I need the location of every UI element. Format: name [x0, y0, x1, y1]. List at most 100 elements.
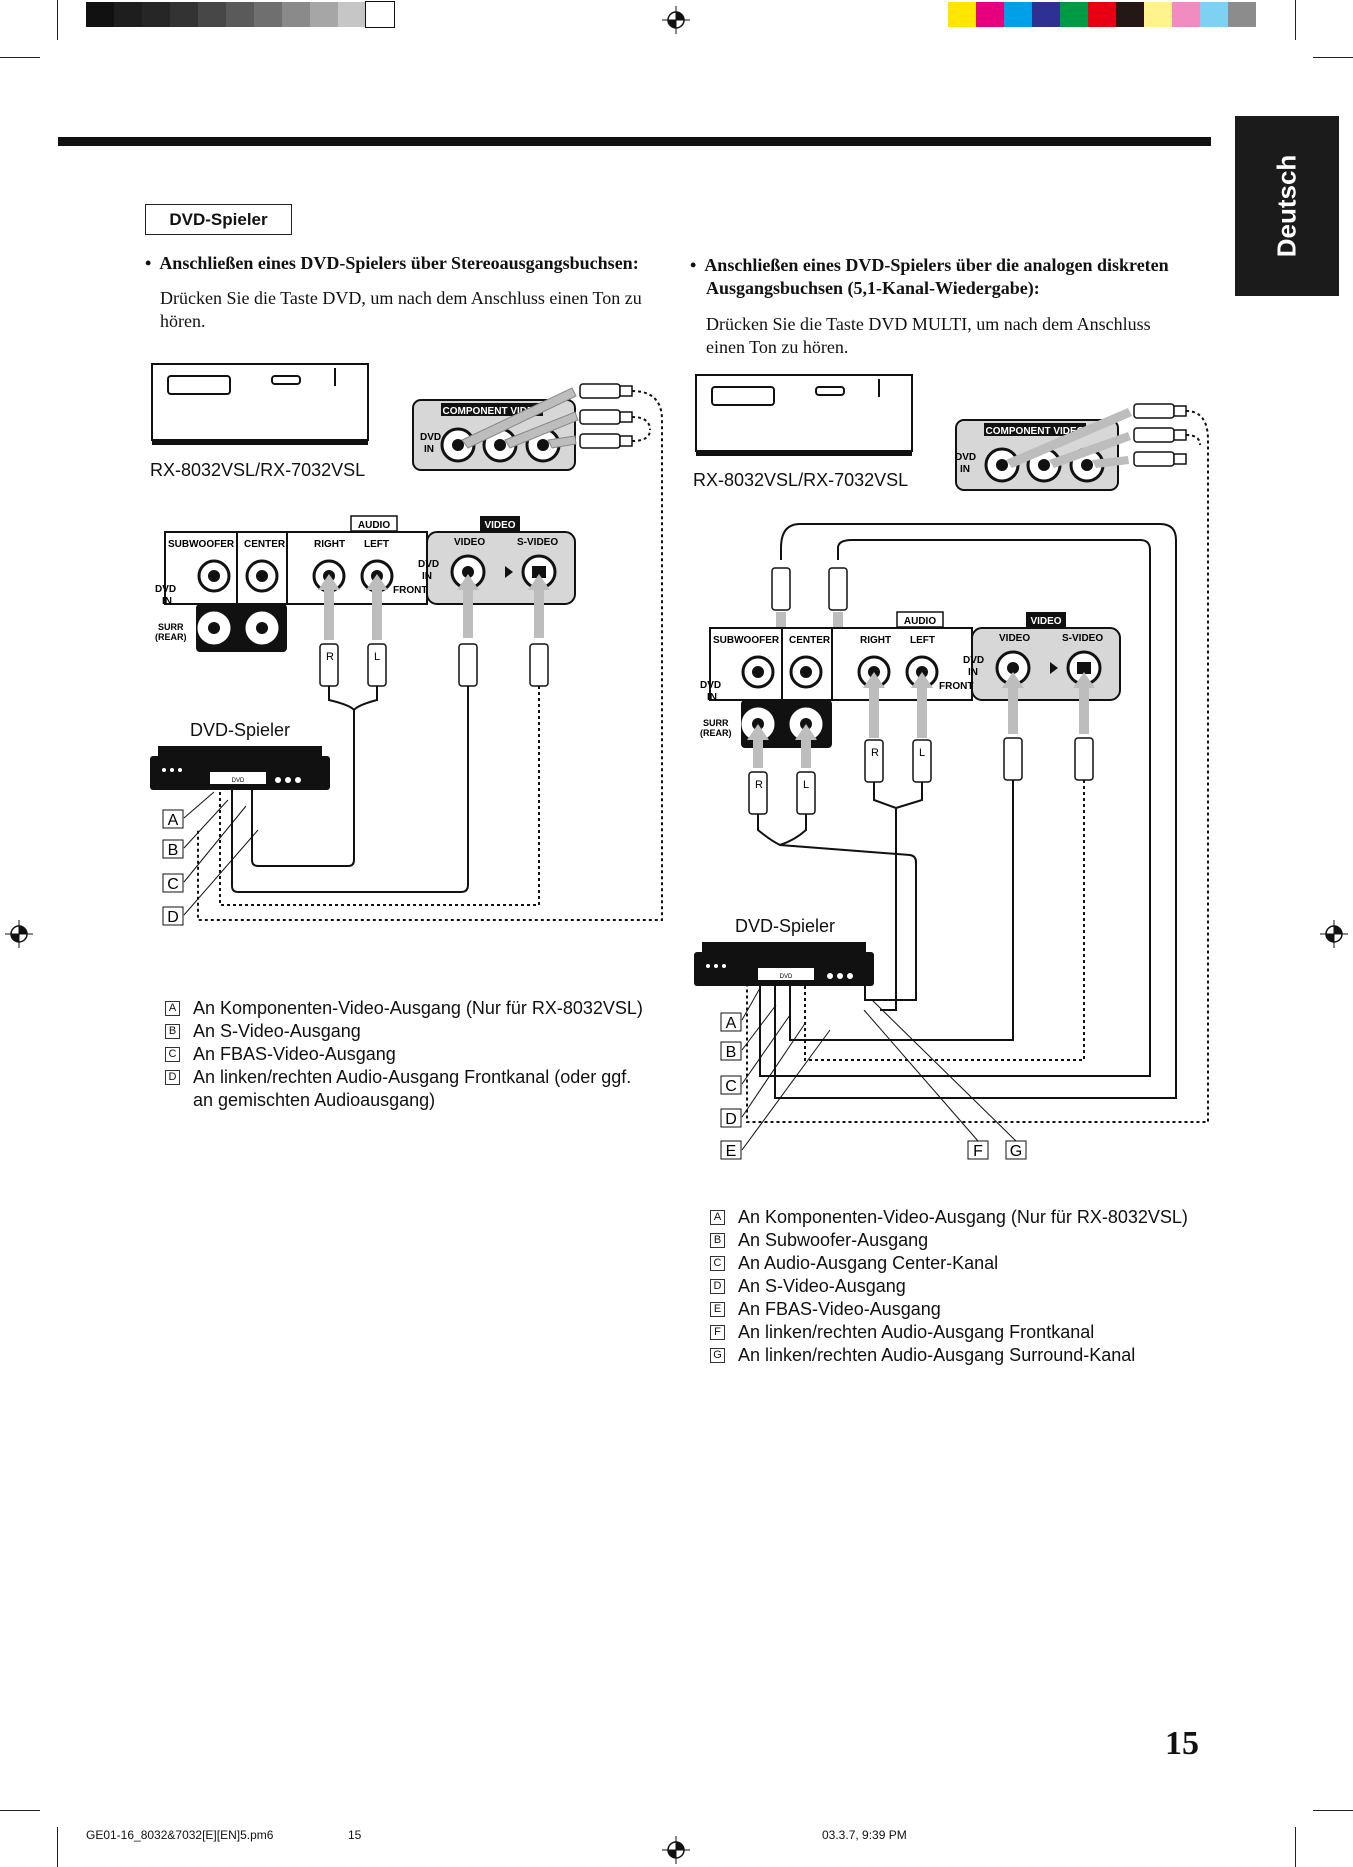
right-body: Drücken Sie die Taste DVD MULTI, um nach…	[706, 313, 1226, 359]
plug-l-label: L	[374, 651, 380, 663]
receiver-rear-panel: AUDIO VIDEO SUBWOOFER CENTER RIGHT LEFT …	[155, 515, 576, 652]
surr-label: (REAR)	[155, 632, 187, 642]
color-swatch	[1228, 2, 1256, 27]
left-heading: • Anschließen eines DVD-Spielers über St…	[145, 252, 639, 275]
s-video-label: S-VIDEO	[517, 537, 558, 548]
left-connection-diagram: COMPONENT VIDEO DVD IN AUDIO VIDEO SUBWO…	[150, 363, 663, 926]
video-group-label: VIDEO	[484, 520, 515, 531]
receiver-rear-panel: AUDIO VIDEO SUBWOOFER CENTER RIGHT LEFT …	[700, 611, 1121, 748]
color-swatch	[142, 2, 170, 27]
header-rule	[58, 137, 1211, 146]
legend-text: An linken/rechten Audio-Ausgang Frontkan…	[193, 1067, 632, 1087]
rca-plug-icons	[748, 737, 1094, 815]
crop-mark	[57, 1827, 58, 1867]
legend-key: B	[710, 1233, 725, 1248]
component-video-label: COMPONENT VIDEO	[986, 426, 1085, 437]
color-swatch	[1144, 2, 1172, 27]
footer-date: 03.3.7, 9:39 PM	[822, 1828, 907, 1842]
s-video-cable	[219, 686, 540, 906]
footer-file: GE01-16_8032&7032[E][EN]5.pm6	[86, 1828, 274, 1842]
dvd-player-icon: DVD	[150, 746, 330, 790]
right-connection-diagram: COMPONENT VIDEO DVD IN AUDIO VIDEO	[694, 374, 1209, 1160]
video-cable	[789, 780, 1014, 1041]
rca-plug-icons	[579, 383, 633, 449]
color-swatch	[1116, 2, 1144, 27]
bullet: •	[145, 253, 160, 273]
plug-r-label: R	[755, 779, 763, 791]
crop-mark	[1313, 1810, 1353, 1811]
color-swatch	[310, 2, 338, 27]
dvd-in-label: DVD	[418, 559, 439, 570]
audio-cable	[353, 686, 378, 711]
letter-f: F	[973, 1143, 983, 1160]
color-swatch	[198, 2, 226, 27]
legend-key: C	[710, 1256, 725, 1271]
receiver-front-icon	[151, 363, 369, 445]
plug-r-label: R	[326, 651, 334, 663]
audio-label: AUDIO	[904, 616, 936, 627]
s-video-label: S-VIDEO	[1062, 633, 1103, 644]
component-cable	[631, 416, 651, 431]
crop-mark	[1313, 57, 1353, 58]
rca-plug-icons	[319, 643, 549, 687]
letter-c: C	[725, 1078, 737, 1095]
left-label: LEFT	[364, 539, 389, 550]
color-swatch	[1004, 2, 1032, 27]
surr-label: (REAR)	[700, 728, 732, 738]
color-swatch	[282, 2, 310, 27]
language-tab-label: Deutsch	[1271, 154, 1302, 258]
crop-mark	[1295, 0, 1296, 40]
legend-key: A	[165, 1001, 180, 1016]
bullet: •	[690, 255, 705, 275]
left-legend: A An Komponenten-Video-Ausgang (Nur für R…	[165, 997, 643, 1112]
left-heading-text: Anschließen eines DVD-Spielers über Ster…	[159, 253, 639, 273]
signal-arrows	[747, 672, 1095, 768]
subwoofer-cable	[759, 539, 1151, 1077]
color-swatch	[114, 2, 142, 27]
legend-key: E	[710, 1302, 725, 1317]
right-body-line-1: Drücken Sie die Taste DVD MULTI, um nach…	[706, 314, 1151, 334]
video-group-label: VIDEO	[1030, 616, 1061, 627]
legend-text: An Komponenten-Video-Ausgang (Nur für RX…	[193, 998, 643, 1018]
video-cable	[231, 686, 469, 893]
front-label: FRONT	[939, 681, 973, 692]
color-swatch	[226, 2, 254, 27]
color-swatch	[86, 2, 114, 27]
plug-l-label: L	[803, 779, 809, 791]
component-cable	[746, 410, 1209, 1123]
right-heading: • Anschließen eines DVD-Spielers über di…	[690, 254, 1230, 300]
rca-plug-icons	[771, 567, 848, 611]
right-heading-text-1: Anschließen eines DVD-Spielers über die …	[704, 255, 1169, 275]
left-body: Drücken Sie die Taste DVD, um nach dem A…	[160, 288, 642, 331]
surr-label: SURR	[703, 718, 729, 728]
dvd-player-icon: DVD	[694, 942, 874, 986]
rca-plug-icons	[1133, 403, 1187, 467]
color-swatch	[1200, 2, 1228, 27]
left-player-label: DVD-Spieler	[190, 720, 291, 740]
section-title: DVD-Spieler	[145, 204, 292, 235]
letter-a: A	[168, 812, 179, 829]
video-label: VIDEO	[999, 633, 1030, 644]
component-cable	[1185, 434, 1201, 446]
right-label: RIGHT	[314, 539, 345, 550]
dvd-in-label: IN	[422, 571, 432, 582]
dvd-in-label: DVD	[700, 680, 721, 691]
color-swatch	[1032, 2, 1060, 27]
crop-mark	[0, 1810, 40, 1811]
center-label: CENTER	[789, 635, 831, 646]
letter-d: D	[725, 1111, 737, 1128]
color-swatch	[1088, 2, 1116, 27]
color-swatch	[1060, 2, 1088, 27]
letter-c: C	[167, 876, 179, 893]
legend-text: An FBAS-Video-Ausgang	[738, 1299, 941, 1319]
legend-text: An FBAS-Video-Ausgang	[193, 1044, 396, 1064]
legend-item: an gemischten Audioausgang)	[165, 1089, 643, 1112]
letter-b: B	[168, 842, 179, 859]
front-label: FRONT	[393, 585, 427, 596]
letter-d: D	[167, 909, 179, 926]
